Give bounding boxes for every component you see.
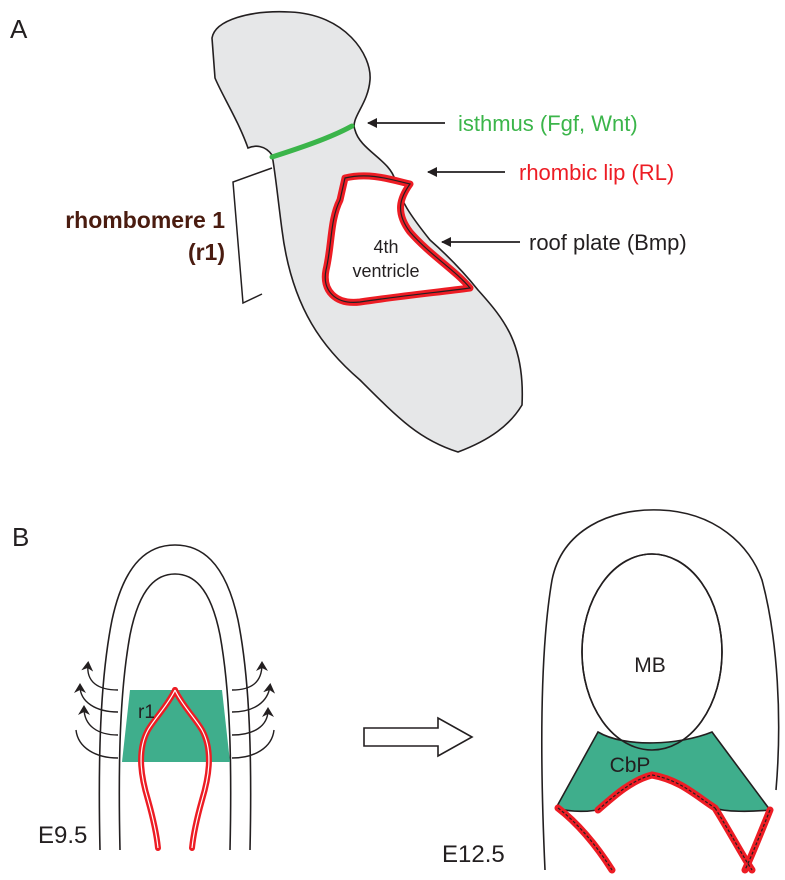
isthmus-label: isthmus (Fgf, Wnt): [458, 111, 638, 136]
ventricle-label-line2: ventricle: [352, 261, 419, 281]
panel-a: A 4th ventricle rhombomere 1 (r1) isthmu…: [10, 12, 687, 452]
rhombomere-bracket: [233, 168, 272, 303]
midbrain-label: MB: [634, 654, 666, 677]
stage-label-e9-5: E9.5: [38, 822, 87, 849]
r1-label: r1: [138, 702, 155, 723]
stage-label-e12-5: E12.5: [442, 841, 505, 868]
panel-a-letter: A: [10, 14, 28, 44]
rhombomere-label-line2: (r1): [188, 239, 225, 265]
e12-5-schematic: MB CbP E12.5: [442, 510, 779, 870]
panel-b: B r1 E9.5: [12, 510, 779, 870]
rhombomere-label-line1: rhombomere 1: [65, 207, 225, 233]
midbrain: [582, 554, 722, 750]
cbp-label: CbP: [610, 754, 651, 777]
cerebellar-primordium: [556, 732, 770, 811]
panel-b-letter: B: [12, 522, 29, 552]
development-arrow: [364, 718, 472, 756]
e9-5-schematic: r1 E9.5: [38, 545, 274, 850]
r1-domain: [122, 690, 230, 762]
ventricle-label-line1: 4th: [373, 237, 398, 257]
rhombic-lip-label: rhombic lip (RL): [519, 160, 674, 185]
roof-plate-label: roof plate (Bmp): [529, 230, 687, 255]
